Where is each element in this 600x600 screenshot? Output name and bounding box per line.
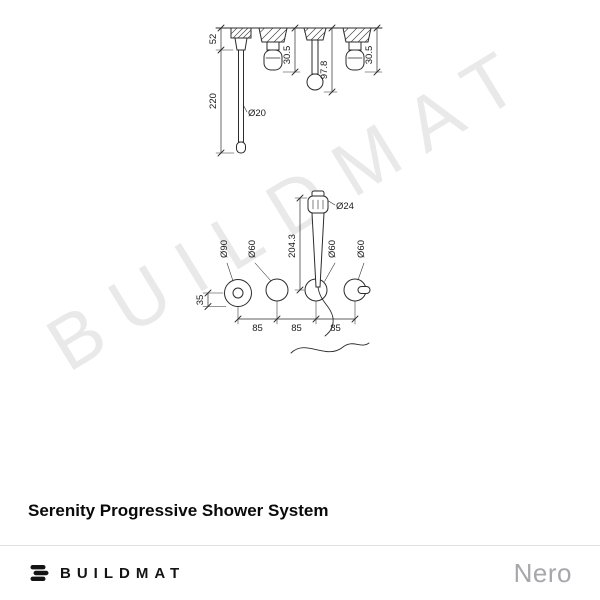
dim-plate-diameter-2: Ø60 (247, 240, 258, 258)
spout-cap-hatch (230, 27, 252, 39)
dim-trim-height: 52 (208, 34, 219, 45)
front-dimension-ticks (204, 194, 359, 323)
buildmat-logo-icon (30, 565, 49, 581)
spout-profile (230, 27, 252, 154)
handshower-mount-profile (303, 27, 327, 91)
dim-plate-diameter-4: Ø60 (356, 240, 367, 258)
dim-left-handle-projection: 30.5 (282, 46, 293, 65)
handshower-hose (290, 286, 370, 354)
nero-logo: Nero (513, 557, 572, 588)
handshower-front (307, 190, 329, 288)
page-title: Serenity Progressive Shower System (28, 501, 329, 520)
dim-right-handle-projection: 30.5 (364, 46, 375, 65)
dim-handshower-length: 204.3 (287, 234, 298, 258)
dim-spacing-2: 85 (291, 323, 302, 334)
buildmat-brand: BUILDMAT (28, 562, 185, 584)
side-view-dimension-labels: 52 220 Ø20 30.5 97.8 30.5 (208, 34, 375, 119)
dim-spout-diameter: Ø20 (248, 108, 266, 119)
buildmat-wordmark: BUILDMAT (60, 564, 186, 582)
dim-handshower-diameter: Ø24 (336, 201, 354, 212)
dim-plate-diameter-1: Ø90 (219, 240, 230, 258)
dim-plate-diameter-3: Ø60 (327, 240, 338, 258)
footer: BUILDMAT Nero (0, 545, 600, 600)
plate-spout-inner (232, 287, 244, 299)
handle-left-hatch (259, 27, 288, 43)
dim-spacing-3: 85 (330, 323, 341, 334)
handle-2-lever (357, 286, 371, 294)
dim-handshower-projection: 97.8 (319, 61, 330, 80)
front-view-dimension-labels: Ø24 204.3 Ø90 Ø60 Ø60 Ø60 35 85 85 85 (195, 201, 367, 334)
handle-profile-right (342, 27, 372, 71)
plate-spout (224, 279, 252, 307)
plate-handle-1 (265, 278, 289, 302)
dim-spacing-1: 85 (252, 323, 263, 334)
dimension-ticks (217, 24, 381, 157)
handshower-mount-hatch (304, 27, 326, 41)
side-view-dimensions (215, 24, 383, 157)
dim-plate-offset: 35 (195, 295, 206, 306)
handle-profile-left (258, 27, 288, 71)
front-view-drawing: Ø24 204.3 Ø90 Ø60 Ø60 Ø60 35 85 85 85 (195, 190, 371, 354)
front-view-dimensions (202, 194, 365, 325)
handle-right-hatch (343, 27, 371, 43)
side-view-drawing: 52 220 Ø20 30.5 97.8 30.5 (208, 24, 383, 157)
dim-spout-drop: 220 (208, 93, 219, 109)
